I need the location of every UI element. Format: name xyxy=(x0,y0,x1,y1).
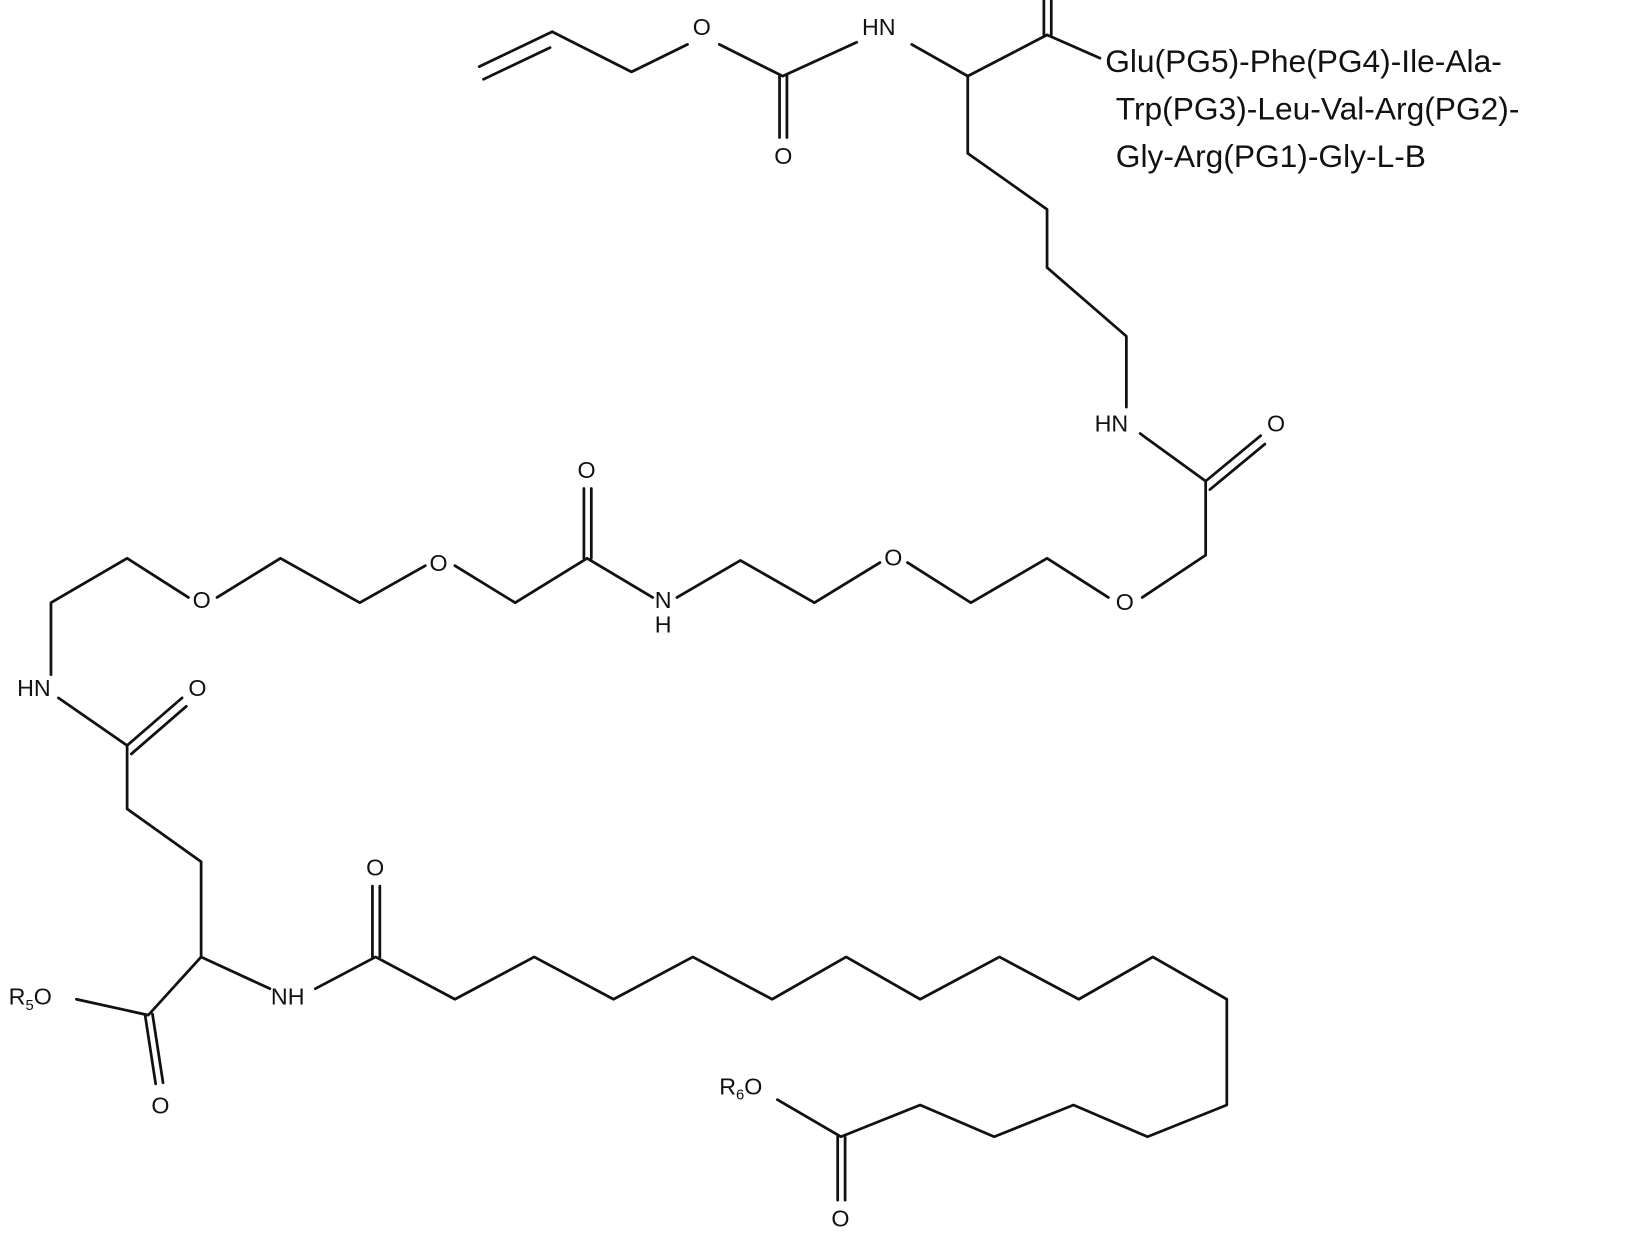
atom-alpha-nh: HN xyxy=(862,14,896,40)
bond-peg2b xyxy=(51,558,188,674)
ester1-r: R xyxy=(9,984,26,1010)
atom-acyl-o: O xyxy=(366,855,384,881)
sequence-line-2: Trp(PG3)-Leu-Val-Arg(PG2)- xyxy=(1116,90,1520,126)
bond-alpha xyxy=(912,35,1100,76)
bond-carbamate xyxy=(719,42,856,76)
atom-amide3-o: O xyxy=(188,675,206,701)
bond-peg1 xyxy=(907,558,1108,602)
bond-lys-amide-co-2 xyxy=(1210,444,1265,489)
ester2-r: R xyxy=(719,1073,736,1099)
bond-peg1b xyxy=(677,560,880,602)
bond-glu-co-2 xyxy=(131,706,186,754)
bond-amide2 xyxy=(455,558,653,602)
atom-acyl-nh: NH xyxy=(271,984,305,1010)
atom-carbamate-carbonyl-o: O xyxy=(774,143,792,169)
atom-nh3: HN xyxy=(17,675,51,701)
sequence-line-1: Glu(PG5)-Phe(PG4)-Ile-Ala- xyxy=(1105,43,1502,79)
bond-allyl-double-2 xyxy=(483,48,550,80)
peptide-sequence: Glu(PG5)-Phe(PG4)-Ile-Ala- Trp(PG3)-Leu-… xyxy=(1105,43,1519,174)
atom-ether2-o: O xyxy=(884,545,902,571)
bond-lys-amide xyxy=(1140,434,1206,598)
atom-lys-nh: HN xyxy=(1095,410,1129,436)
atom-ether3-o: O xyxy=(430,550,448,576)
bond-fatty-chain xyxy=(315,957,1226,1137)
atom-ester2-r6o: R6O xyxy=(719,1073,762,1103)
atom-carbamate-o: O xyxy=(693,14,711,40)
atom-ester2-carbonyl-o: O xyxy=(831,1206,849,1232)
bond-peg2 xyxy=(217,558,425,602)
ester1-r-sub: 5 xyxy=(25,998,33,1014)
atom-ether1-o: O xyxy=(1116,589,1134,615)
atom-amide1-o: O xyxy=(1267,410,1285,436)
atom-amide-h: H xyxy=(655,611,672,637)
bond-allyl-double-1 xyxy=(479,32,552,67)
bond-lys-chain xyxy=(968,76,1127,407)
bond-glu-nh xyxy=(201,957,270,989)
bond-glu-ester xyxy=(76,957,201,1015)
ester2-r-sub: 6 xyxy=(736,1088,744,1104)
bond-lys-amide-co-1 xyxy=(1206,436,1261,481)
atom-amide-n: N xyxy=(655,587,672,613)
bond-glu-chain xyxy=(58,698,201,957)
bond-glu-co-1 xyxy=(127,698,182,746)
atom-ether4-o: O xyxy=(193,587,211,613)
bond-allyl-chain xyxy=(552,32,687,72)
atom-labels: O O HN HN O O O N H O O O HN O R5O O NH … xyxy=(9,14,1285,1232)
atom-ester1-carbonyl-o: O xyxy=(151,1092,169,1118)
ester1-o: O xyxy=(34,984,52,1010)
sequence-line-3: Gly-Arg(PG1)-Gly-L-B xyxy=(1116,138,1426,174)
atom-ester1-r5o: R5O xyxy=(9,984,52,1014)
ester2-o: O xyxy=(744,1073,762,1099)
atom-amide2-o: O xyxy=(578,457,596,483)
